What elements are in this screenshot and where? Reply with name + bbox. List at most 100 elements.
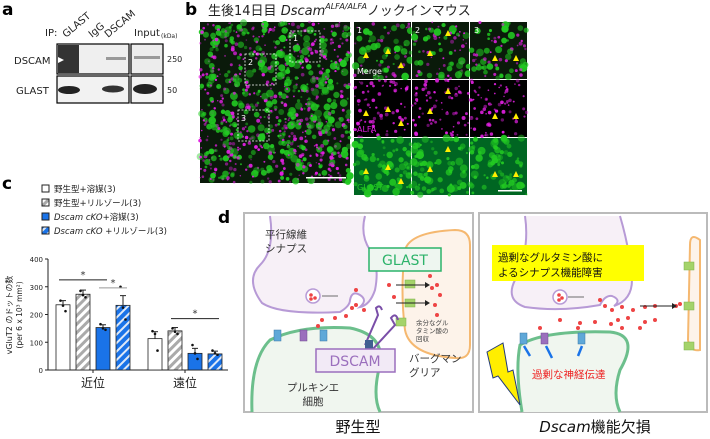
x-tick-label: 遠位 xyxy=(173,375,197,390)
arrowhead-icon xyxy=(445,30,451,36)
legend-wt-riluzole: 野生型+リルゾール(3) xyxy=(54,198,141,209)
uptake-label-2: タミン酸の xyxy=(416,326,449,335)
data-point xyxy=(84,295,87,299)
panel-b: b 生後14日目 DscamALFA/ALFAノックインマウス 1 2 3 1 … xyxy=(185,0,529,198)
data-point xyxy=(99,322,102,326)
data-point xyxy=(61,304,65,307)
significance-star: * xyxy=(193,309,198,320)
y-tick-label: 100 xyxy=(30,339,43,347)
data-point xyxy=(151,329,154,333)
data-point xyxy=(193,352,197,355)
data-point xyxy=(216,353,219,357)
y-tick-label: 300 xyxy=(30,284,43,292)
arrowhead-markers xyxy=(363,30,519,184)
micrograph-insets xyxy=(351,20,529,198)
dscam-label: DSCAM xyxy=(329,354,380,370)
arrowhead-icon xyxy=(385,106,391,112)
legend-swatch-cko-riluzole xyxy=(41,226,50,235)
warning-box: 過剰なグルタミン酸に よるシナプス機能障害 xyxy=(492,245,644,281)
bar xyxy=(147,338,163,371)
data-point xyxy=(64,309,67,313)
legend-swatch-wt-riluzole xyxy=(41,198,50,207)
blot-dscam xyxy=(56,43,164,75)
ip-label: IP: xyxy=(45,28,57,39)
row-label-merge: Merge xyxy=(357,67,382,76)
roi-boxes xyxy=(237,30,321,142)
panel-label-c: c xyxy=(2,174,12,194)
arrowhead-icon xyxy=(513,171,519,177)
purkinje-label-2: 細胞 xyxy=(303,395,324,408)
data-point xyxy=(124,318,127,321)
data-point xyxy=(153,332,157,336)
micrograph-tile xyxy=(354,80,411,137)
legend-swatch-wt-vehicle xyxy=(41,184,50,193)
arrowhead-icon xyxy=(445,88,451,94)
purkinje-label-1: プルキンエ xyxy=(287,382,339,394)
panel-a: a IP: GLAST IgG DSCAM Input (kDa) DSCAM … xyxy=(2,0,182,104)
significance-star: * xyxy=(81,270,86,281)
legend-cko-vehicle: Dscam cKO+溶媒(3) xyxy=(54,212,139,223)
row-label-glast: GLAST xyxy=(16,86,50,97)
arrowhead-icon xyxy=(427,50,433,56)
arrowhead-icon xyxy=(385,48,391,54)
arrowhead-icon xyxy=(363,168,369,174)
row-label-alfa: ALFA xyxy=(357,125,377,134)
bar xyxy=(75,293,91,371)
arrowhead-icon xyxy=(445,146,451,152)
data-point xyxy=(196,357,199,361)
y-axis-label-unit: (per 6 x 10³ mm²) xyxy=(15,281,24,348)
bar xyxy=(115,304,131,371)
y-tick-label: 200 xyxy=(30,312,43,320)
legend: 野生型+溶媒(3) 野生型+リルゾール(3) Dscam cKO+溶媒(3) D… xyxy=(41,184,167,237)
lightning-icon xyxy=(486,342,521,406)
data-point xyxy=(156,349,159,352)
data-point xyxy=(101,327,105,330)
arrowhead-icon xyxy=(398,178,404,184)
arrowhead-icon xyxy=(427,108,433,114)
inset-col-3: 3 xyxy=(474,26,479,35)
data-point xyxy=(59,299,62,302)
data-point xyxy=(173,330,177,334)
micrograph-overview xyxy=(196,19,354,185)
arrowhead-icon xyxy=(492,171,498,177)
data-point xyxy=(191,343,194,347)
caption-dscam-loss: Dscam機能欠損 xyxy=(539,418,650,436)
uptake-label-1: 余分なグル xyxy=(416,318,449,327)
bergmann-label-1: バーグマン xyxy=(409,352,462,365)
data-point xyxy=(79,289,82,293)
arrowhead-icon xyxy=(363,52,369,58)
marker-250: 250 xyxy=(167,55,182,64)
dscam-label-box: DSCAM xyxy=(315,348,396,373)
data-point xyxy=(176,332,179,336)
lane-label-dscam: DSCAM xyxy=(103,8,138,40)
glast-label-box: GLAST xyxy=(368,247,442,272)
data-point xyxy=(211,349,214,352)
row-label-dscam: DSCAM xyxy=(14,56,51,67)
pf-synapse-label-1: 平行線維 xyxy=(265,228,307,241)
marker-50: 50 xyxy=(167,86,177,95)
diagram-dscam-loss: 過剰なグルタミン酸に よるシナプス機能障害 過剰な神経伝達 xyxy=(478,212,708,413)
legend-wt-vehicle: 野生型+溶媒(3) xyxy=(54,184,116,195)
bar-chart: 0100200300400近位遠位*** xyxy=(30,256,228,390)
bar xyxy=(187,352,203,371)
data-point xyxy=(104,328,107,332)
panel-label-a: a xyxy=(2,0,13,20)
glast-label: GLAST xyxy=(382,253,428,269)
panel-label-d: d xyxy=(218,208,230,228)
legend-swatch-cko-vehicle xyxy=(41,212,50,221)
diagram-wild-type: GLAST DSCAM 平行線維 シナプス 余分なグル タミン酸の 回収 バーグ… xyxy=(243,212,474,413)
panel-b-title: 生後14日目 DscamALFA/ALFAノックインマウス xyxy=(208,2,471,19)
inset-scale-bar xyxy=(498,190,522,192)
panel-label-b: b xyxy=(185,0,197,20)
panel-d: d GLAST xyxy=(218,208,708,436)
y-axis-label: vGluT2 のドットの数 xyxy=(4,276,14,355)
uptake-label-3: 回収 xyxy=(416,335,430,343)
excess-transmission-label: 過剰な神経伝達 xyxy=(532,368,606,381)
roi-label-2: 2 xyxy=(248,58,253,67)
data-point xyxy=(213,352,217,355)
legend-cko-riluzole: Dscam cKO +リルゾール(3) xyxy=(54,227,167,237)
caption-wild-type: 野生型 xyxy=(335,418,380,436)
bergmann-label-2: グリア xyxy=(409,366,441,379)
data-point xyxy=(171,327,174,330)
